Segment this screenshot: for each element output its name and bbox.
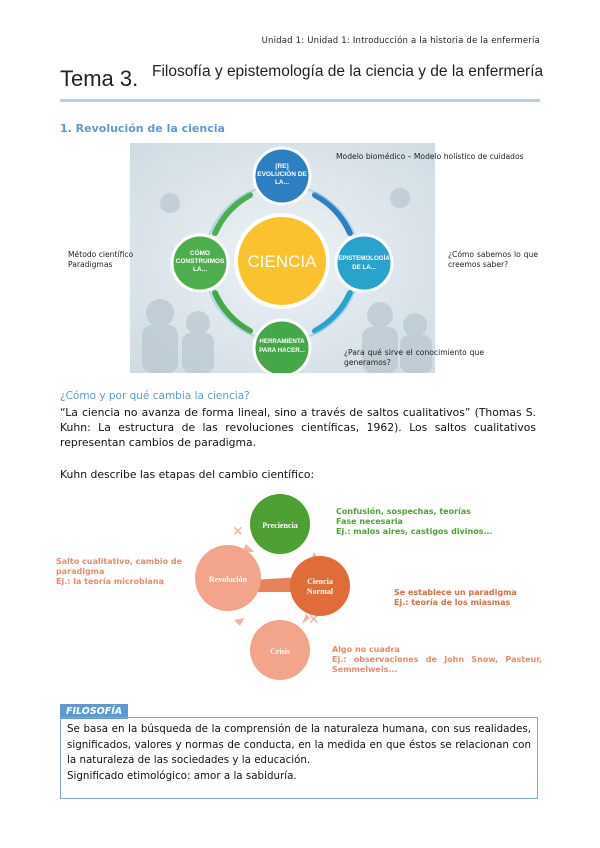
filosofia-body: Se basa en la búsqueda de la comprensión… <box>67 723 531 766</box>
bottom-label-2: PARA HACER... <box>259 347 305 354</box>
crowd-silhouettes <box>142 188 432 373</box>
crisis-label: Crisis <box>270 647 290 656</box>
kuhn-cycle-diagram: ✕ ✕ Preciencia Revolución Ciencia Normal… <box>195 494 350 680</box>
left-circle <box>170 233 230 293</box>
precience-circle <box>250 494 310 554</box>
bottom-label-1: HERRAMIENTA <box>259 338 305 345</box>
question-heading: ¿Cómo y por qué cambia la ciencia? <box>60 390 250 402</box>
revolution-circle <box>195 545 261 611</box>
normal-text: Se establece un paradigma Ej.: teoría de… <box>394 588 544 608</box>
label-top: Modelo biomédico – Modelo holístico de c… <box>336 152 524 161</box>
cross-icon: ✕ <box>232 524 244 540</box>
left-label-3: LA... <box>193 266 207 273</box>
top-circle <box>252 146 312 206</box>
cross-icon-2: ✕ <box>308 612 320 628</box>
normal-circle <box>290 556 350 616</box>
page-header: Unidad 1: Unidad 1: Introducción a la hi… <box>261 36 540 46</box>
revolution-text-1: Salto cualitativo, cambio de paradigma <box>56 557 183 576</box>
normal-label-1: Ciencia <box>307 577 333 586</box>
center-circle <box>234 213 330 309</box>
right-circle <box>334 233 394 293</box>
filosofia-heading: FILOSOFÍA <box>60 704 129 719</box>
right-label-2: DE LA... <box>352 264 376 271</box>
center-label: CIENCIA <box>248 252 318 271</box>
tema-title: Filosofía y epistemología de la ciencia … <box>152 63 544 80</box>
normal-text-2: Ej.: teoría de los miasmas <box>394 598 511 607</box>
ciencia-diagram-svg: CIENCIA [RE] EVOLUCIÓN DE LA... CÓMO CON… <box>130 143 435 373</box>
crisis-circle <box>250 620 310 680</box>
precience-label: Preciencia <box>262 521 297 530</box>
revolution-text-2: Ej.: la teoría microbiana <box>56 577 164 586</box>
filosofia-box: Se basa en la búsqueda de la comprensión… <box>60 717 538 799</box>
precience-text: Confusión, sospechas, teorías Fase neces… <box>336 507 546 537</box>
normal-text-1: Se establece un paradigma <box>394 588 517 597</box>
label-left: Método científico Paradigmas <box>68 250 134 269</box>
left-label-2: CONSTRUIMOS <box>176 258 225 265</box>
left-label-1: CÓMO <box>190 248 210 257</box>
crisis-text-2: Ej.: observaciones de John Snow, Pasteur… <box>332 655 542 674</box>
section-heading: 1. Revolución de la ciencia <box>60 122 225 135</box>
normal-label-2: Normal <box>307 587 334 596</box>
label-bottom: ¿Para qué sirve el conocimiento que gene… <box>344 348 484 367</box>
tema-label: Tema 3. <box>60 66 139 91</box>
kuhn-intro: Kuhn describe las etapas del cambio cien… <box>60 468 315 481</box>
top-label-2: EVOLUCIÓN DE <box>257 169 307 178</box>
precience-text-3: Ej.: malos aires, castigos divinos... <box>336 527 493 536</box>
top-label-3: LA... <box>275 179 289 186</box>
crisis-text: Algo no cuadra Ej.: observaciones de Joh… <box>332 645 542 675</box>
filosofia-etymology: Significado etimológico: amor a la sabid… <box>67 769 297 782</box>
revolution-label: Revolución <box>209 575 248 584</box>
precience-text-2: Fase necesaria <box>336 517 403 526</box>
revolution-text: Salto cualitativo, cambio de paradigma E… <box>56 557 186 587</box>
kuhn-paragraph: “La ciencia no avanza de forma lineal, s… <box>60 406 536 449</box>
ciencia-diagram: CIENCIA [RE] EVOLUCIÓN DE LA... CÓMO CON… <box>130 143 435 373</box>
top-label-1: [RE] <box>275 163 288 170</box>
cycle-ring <box>212 192 353 334</box>
label-right: ¿Cómo sabemos lo que creemos saber? <box>448 250 538 269</box>
crisis-text-1: Algo no cuadra <box>332 645 400 654</box>
right-label-1: EPISTEMOLOGÍA <box>338 254 390 262</box>
title-rule <box>60 99 540 102</box>
precience-text-1: Confusión, sospechas, teorías <box>336 507 471 516</box>
bottom-circle <box>252 318 312 373</box>
